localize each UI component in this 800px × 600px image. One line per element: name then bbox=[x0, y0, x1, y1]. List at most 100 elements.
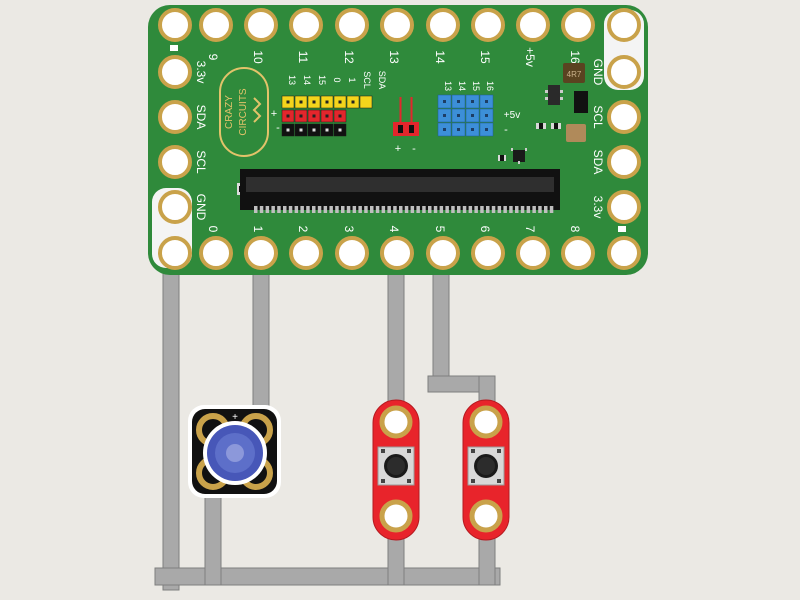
pad-bottom-1[interactable] bbox=[199, 236, 233, 270]
bottom-pin-label: 5 bbox=[433, 226, 447, 233]
top-pin-label: 14 bbox=[433, 50, 447, 64]
pad-right-3[interactable] bbox=[607, 190, 641, 224]
middle-header-plus: + bbox=[395, 143, 401, 155]
button-pad-bottom[interactable] bbox=[469, 499, 503, 533]
header-middle: + - bbox=[393, 97, 419, 155]
left-pin-label: 3.3v bbox=[194, 61, 208, 84]
right-pin-label: SCL bbox=[591, 105, 605, 129]
header-left-label: 14 bbox=[302, 75, 312, 85]
crazy-circuits-logo-icon: CRAZY CIRCUITS bbox=[219, 67, 269, 157]
pad-top-7[interactable] bbox=[471, 8, 505, 42]
capacitor-icon bbox=[566, 124, 586, 142]
button-modules bbox=[372, 399, 510, 541]
header-right-minus: - bbox=[504, 124, 508, 136]
led-module: + bbox=[188, 405, 281, 498]
regulator-icon bbox=[574, 91, 588, 113]
top-pin-label: 13 bbox=[387, 50, 401, 64]
pad-top-5[interactable] bbox=[380, 8, 414, 42]
pad-top-9[interactable] bbox=[561, 8, 595, 42]
right-pin-label: GND bbox=[591, 59, 605, 86]
led-icon bbox=[203, 421, 267, 485]
header-left-label: SDA bbox=[377, 71, 387, 90]
header-left-label: 0 bbox=[332, 77, 342, 82]
header-left-label: 13 bbox=[287, 75, 297, 85]
bottom-pin-label: 8 bbox=[568, 226, 582, 233]
pushbutton-icon[interactable] bbox=[467, 446, 505, 486]
header-left-label: 15 bbox=[317, 75, 327, 85]
pad-left-1[interactable] bbox=[158, 100, 192, 134]
header-right-label: 13 bbox=[443, 81, 453, 91]
pad-left-2[interactable] bbox=[158, 145, 192, 179]
pad-bottom-9[interactable] bbox=[561, 236, 595, 270]
left-pin-label: SCL bbox=[194, 150, 208, 174]
tape-bottom-horizontal bbox=[154, 567, 501, 586]
pad-top-1[interactable] bbox=[199, 8, 233, 42]
bottom-pin-label: 3 bbox=[342, 226, 356, 233]
left-pin-label: SDA bbox=[194, 105, 208, 130]
pad-bottom-2[interactable] bbox=[244, 236, 278, 270]
button-pad-top[interactable] bbox=[469, 405, 503, 439]
pad-top-4[interactable] bbox=[335, 8, 369, 42]
chip-icon bbox=[548, 85, 560, 105]
led-plus-label: + bbox=[232, 412, 238, 423]
pad-top-8[interactable] bbox=[516, 8, 550, 42]
bottom-pin-label: 6 bbox=[478, 226, 492, 233]
pad-top-right-corner[interactable] bbox=[607, 8, 641, 42]
transistor-icon bbox=[513, 150, 525, 162]
pad-right-1[interactable] bbox=[607, 100, 641, 134]
pad-top-3[interactable] bbox=[289, 8, 323, 42]
top-pin-label: 16 bbox=[568, 50, 582, 64]
header-right-label: 14 bbox=[457, 81, 467, 91]
inductor-label: 4R7 bbox=[567, 70, 582, 79]
logo-line2: CIRCUITS bbox=[238, 88, 249, 136]
pad-bottom-7[interactable] bbox=[471, 236, 505, 270]
pad-left-3[interactable] bbox=[158, 190, 192, 224]
bottom-pin-label: 0 bbox=[206, 226, 220, 233]
pad-bottom-8[interactable] bbox=[516, 236, 550, 270]
pad-bottom-right-corner[interactable] bbox=[607, 236, 641, 270]
inductor-icon bbox=[563, 63, 585, 83]
right-pin-label: SDA bbox=[591, 150, 605, 175]
bottom-pin-label: 7 bbox=[523, 226, 537, 233]
pad-left-0[interactable] bbox=[158, 55, 192, 89]
pad-top-2[interactable] bbox=[244, 8, 278, 42]
minus-marker-left bbox=[170, 45, 178, 51]
button-pad-top[interactable] bbox=[379, 405, 413, 439]
edge-connector-slot bbox=[240, 169, 560, 213]
pad-bottom-3[interactable] bbox=[289, 236, 323, 270]
pushbutton-icon[interactable] bbox=[377, 446, 415, 486]
pad-top-6[interactable] bbox=[426, 8, 460, 42]
tape-gnd-vertical bbox=[162, 244, 180, 591]
header-left-label: 1 bbox=[347, 77, 357, 82]
button-module-2 bbox=[462, 399, 510, 541]
pad-right-0[interactable] bbox=[607, 55, 641, 89]
bottom-pin-label: 4 bbox=[387, 226, 401, 233]
header-plus: + bbox=[271, 108, 277, 120]
top-pin-label: 9 bbox=[206, 54, 220, 61]
top-pin-label: 12 bbox=[342, 50, 356, 64]
pad-bottom-5[interactable] bbox=[380, 236, 414, 270]
pad-bottom-0[interactable] bbox=[158, 236, 192, 270]
button-pad-bottom[interactable] bbox=[379, 499, 413, 533]
bottom-pin-label: 1 bbox=[251, 226, 265, 233]
button-module-1 bbox=[372, 399, 420, 541]
pad-top-0[interactable] bbox=[158, 8, 192, 42]
top-pin-label: 15 bbox=[478, 50, 492, 64]
pad-right-2[interactable] bbox=[607, 145, 641, 179]
right-pin-label: 3.3v bbox=[591, 196, 605, 219]
board-pads bbox=[158, 8, 641, 270]
header-plus5v: +5v bbox=[504, 110, 520, 121]
top-pin-label: 11 bbox=[296, 51, 310, 64]
header-right: 13 14 15 16 bbox=[437, 81, 495, 137]
pad-bottom-4[interactable] bbox=[335, 236, 369, 270]
header-minus: - bbox=[276, 122, 280, 134]
header-right-label: 16 bbox=[485, 81, 495, 91]
header-left-label: SCL bbox=[362, 71, 372, 89]
pad-bottom-6[interactable] bbox=[426, 236, 460, 270]
header-right-label: 15 bbox=[471, 81, 481, 91]
bottom-pin-label: 2 bbox=[296, 226, 310, 233]
header-left-pin[interactable] bbox=[359, 95, 373, 109]
